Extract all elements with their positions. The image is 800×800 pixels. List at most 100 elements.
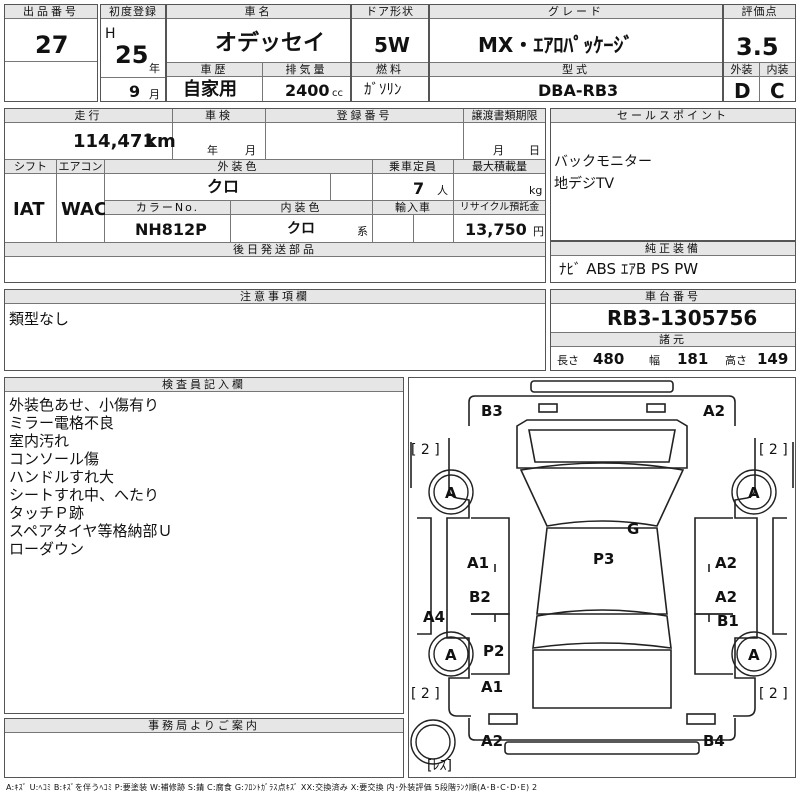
door-label: ドア形状	[352, 5, 428, 19]
grade-cell: グレード MX・ｴｱﾛﾊﾟｯｹｰｼﾞ 型式 DBA-RB3	[429, 4, 723, 102]
inspector-line: ハンドルすれ大	[9, 468, 115, 486]
damage-a2-right-upper: A2	[715, 554, 737, 572]
model-value: DBA-RB3	[538, 81, 619, 100]
ext-color-value: クロ	[207, 177, 240, 196]
int-color-value: クロ	[287, 221, 315, 237]
office-label: 事務局よりご案内	[5, 719, 403, 733]
spare-tire-icon	[410, 719, 456, 765]
grade-value: MX・ｴｱﾛﾊﾟｯｹｰｼﾞ	[478, 33, 634, 57]
inspector-line: スペアタイヤ等格納部Ｕ	[9, 522, 173, 540]
inspector-line: ミラー電格不良	[9, 414, 115, 432]
equipment-label: 純正装備	[551, 242, 795, 256]
damage-a1-bottom: A1	[481, 678, 503, 696]
int-color-unit: 系	[357, 225, 368, 238]
tire-front-right-icon	[731, 469, 777, 515]
color-no-label: カラーNo.	[105, 201, 230, 215]
tread-fl: [ 2 ]	[411, 442, 440, 458]
lot-label: 出品番号	[5, 5, 97, 19]
notes-block: 注意事項欄 類型なし	[4, 289, 546, 371]
damage-b3: B3	[481, 402, 503, 420]
damage-a2-right-lower: A2	[715, 588, 737, 606]
damage-a1-left: A1	[467, 554, 489, 572]
era: H	[105, 26, 116, 42]
inspector-line: 室内汚れ	[9, 432, 70, 450]
reg-year: 25	[115, 41, 149, 69]
score-value: 3.5	[736, 33, 779, 61]
load-unit: kg	[529, 184, 543, 197]
car-damage-diagram: B3 A2 G P3 A1 B2 A4 P2 A1 A2 A2 B1 A2 B4…	[410, 380, 794, 774]
inspector-line: 外装色あせ、小傷有り	[9, 396, 160, 414]
tread-fr: [ 2 ]	[759, 442, 788, 458]
later-parts-label: 後日発送部品	[5, 243, 545, 257]
mileage-value: 114,471	[73, 131, 155, 152]
tire-front-left-icon	[428, 469, 474, 515]
shift-value: IAT	[13, 199, 45, 220]
inspection-month-unit: 月	[245, 144, 256, 157]
damage-a2-top: A2	[703, 402, 725, 420]
lot-cell: 出品番号 27	[4, 4, 98, 102]
office-block: 事務局よりご案内	[4, 718, 404, 778]
recycle-value: 13,750	[465, 220, 527, 239]
color-no-value: NH812P	[135, 220, 207, 239]
capacity-label: 乗車定員	[373, 160, 453, 174]
transfer-label: 譲渡書類期限	[464, 109, 545, 123]
score-label: 評価点	[724, 5, 795, 19]
sales-point-item: バックモニター	[554, 154, 652, 170]
notes-value: 類型なし	[9, 310, 70, 328]
damage-diagram-frame: B3 A2 G P3 A1 B2 A4 P2 A1 A2 A2 B1 A2 B4…	[408, 377, 796, 778]
transfer-day-unit: 日	[529, 144, 540, 157]
tire-fl-grade: A	[445, 484, 457, 502]
tread-rl: [ 2 ]	[411, 686, 440, 702]
interior-grade: C	[770, 79, 785, 103]
notes-label: 注意事項欄	[5, 290, 545, 304]
first-registration-cell: 初度登録 H 25 年 9 月	[100, 4, 166, 102]
load-label: 最大積載量	[454, 160, 545, 174]
inspector-label: 検査員記入欄	[5, 378, 403, 392]
width-label: 幅	[649, 354, 660, 367]
reg-month: 9	[129, 82, 141, 101]
ac-value: WAC	[61, 199, 108, 220]
car-name-label: 車名	[167, 5, 350, 19]
shift-label: シフト	[5, 160, 56, 174]
inspector-line: ローダウン	[9, 540, 85, 558]
recycle-label: リサイクル預託金	[454, 201, 545, 215]
ac-label: エアコン	[57, 160, 104, 174]
equipment-value: ﾅﾋﾞ ABS ｴｱB PS PW	[559, 260, 699, 278]
damage-g: G	[627, 520, 639, 538]
inspection-label: 車検	[173, 109, 265, 123]
interior-label: 内装	[760, 63, 795, 77]
history-label: 車歴	[167, 63, 262, 77]
first-registration-label: 初度登録	[101, 5, 165, 19]
chassis-block: 車台番号 RB3-1305756 諸元 長さ 480 幅 181 高さ 149	[550, 289, 796, 371]
chassis-number: RB3-1305756	[607, 306, 758, 330]
car-name: オデッセイ	[215, 31, 326, 56]
inspector-line: タッチＰ跡	[9, 504, 85, 522]
damage-b2: B2	[469, 588, 491, 606]
damage-p3: P3	[593, 550, 614, 568]
height-value: 149	[757, 350, 789, 368]
displacement-label: 排気量	[263, 63, 350, 77]
inspector-block: 検査員記入欄 外装色あせ、小傷有り ミラー電格不良 室内汚れ コンソール傷 ハン…	[4, 377, 404, 714]
tire-rear-right-icon	[731, 631, 777, 677]
height-label: 高さ	[725, 354, 747, 367]
capacity-value: 7	[413, 179, 425, 198]
mileage-unit: km	[145, 131, 176, 152]
damage-a2-bottom: A2	[481, 732, 503, 750]
equipment-block: 純正装備 ﾅﾋﾞ ABS ｴｱB PS PW	[550, 241, 796, 283]
damage-b1: B1	[717, 612, 739, 630]
reg-no-label: 登録番号	[266, 109, 463, 123]
sales-points-label: セールスポイント	[551, 109, 795, 123]
tire-fr-grade: A	[748, 484, 760, 502]
tire-rr-grade: A	[748, 646, 760, 664]
damage-legend: A:ｷｽﾞ U:ﾍｺﾐ B:ｷｽﾞを伴うﾍｺﾐ P:要塗装 W:補修跡 S:錆 …	[6, 783, 538, 792]
width-value: 181	[677, 350, 709, 368]
details-block: 走行 車検 登録番号 譲渡書類期限 114,471 km 年 月 月 日 シフト…	[4, 108, 546, 283]
sales-point-item: 地デジTV	[554, 176, 615, 192]
grade-label: グレード	[430, 5, 722, 19]
damage-a4: A4	[423, 608, 445, 626]
model-label: 型式	[430, 63, 722, 77]
inspector-notes: 外装色あせ、小傷有り ミラー電格不良 室内汚れ コンソール傷 ハンドルすれ大 シ…	[9, 396, 173, 558]
car-name-cell: 車名 オデッセイ 車歴 排気量 自家用 2400 cc	[166, 4, 351, 102]
length-value: 480	[593, 350, 625, 368]
tread-rr: [ 2 ]	[759, 686, 788, 702]
